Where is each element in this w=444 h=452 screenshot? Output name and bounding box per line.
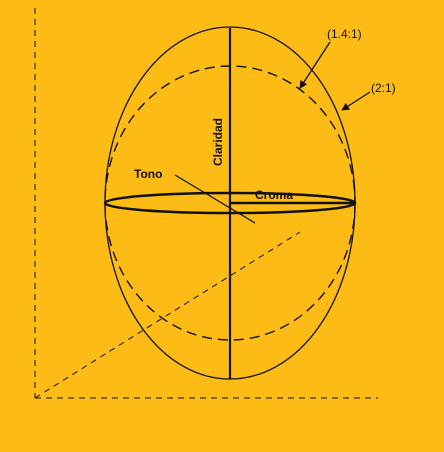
chroma-label: Croma (255, 188, 293, 202)
depth-axis (34, 231, 301, 399)
lightness-label: Claridad (211, 118, 225, 166)
hue-label: Tono (134, 167, 162, 181)
ratio-inner-arrow (341, 91, 371, 111)
ratio-outer-label: (1.4:1) (327, 27, 362, 41)
hue-line (174, 174, 256, 224)
ratio-inner-label: (2:1) (371, 81, 396, 95)
ratio-outer-arrow (299, 41, 331, 89)
